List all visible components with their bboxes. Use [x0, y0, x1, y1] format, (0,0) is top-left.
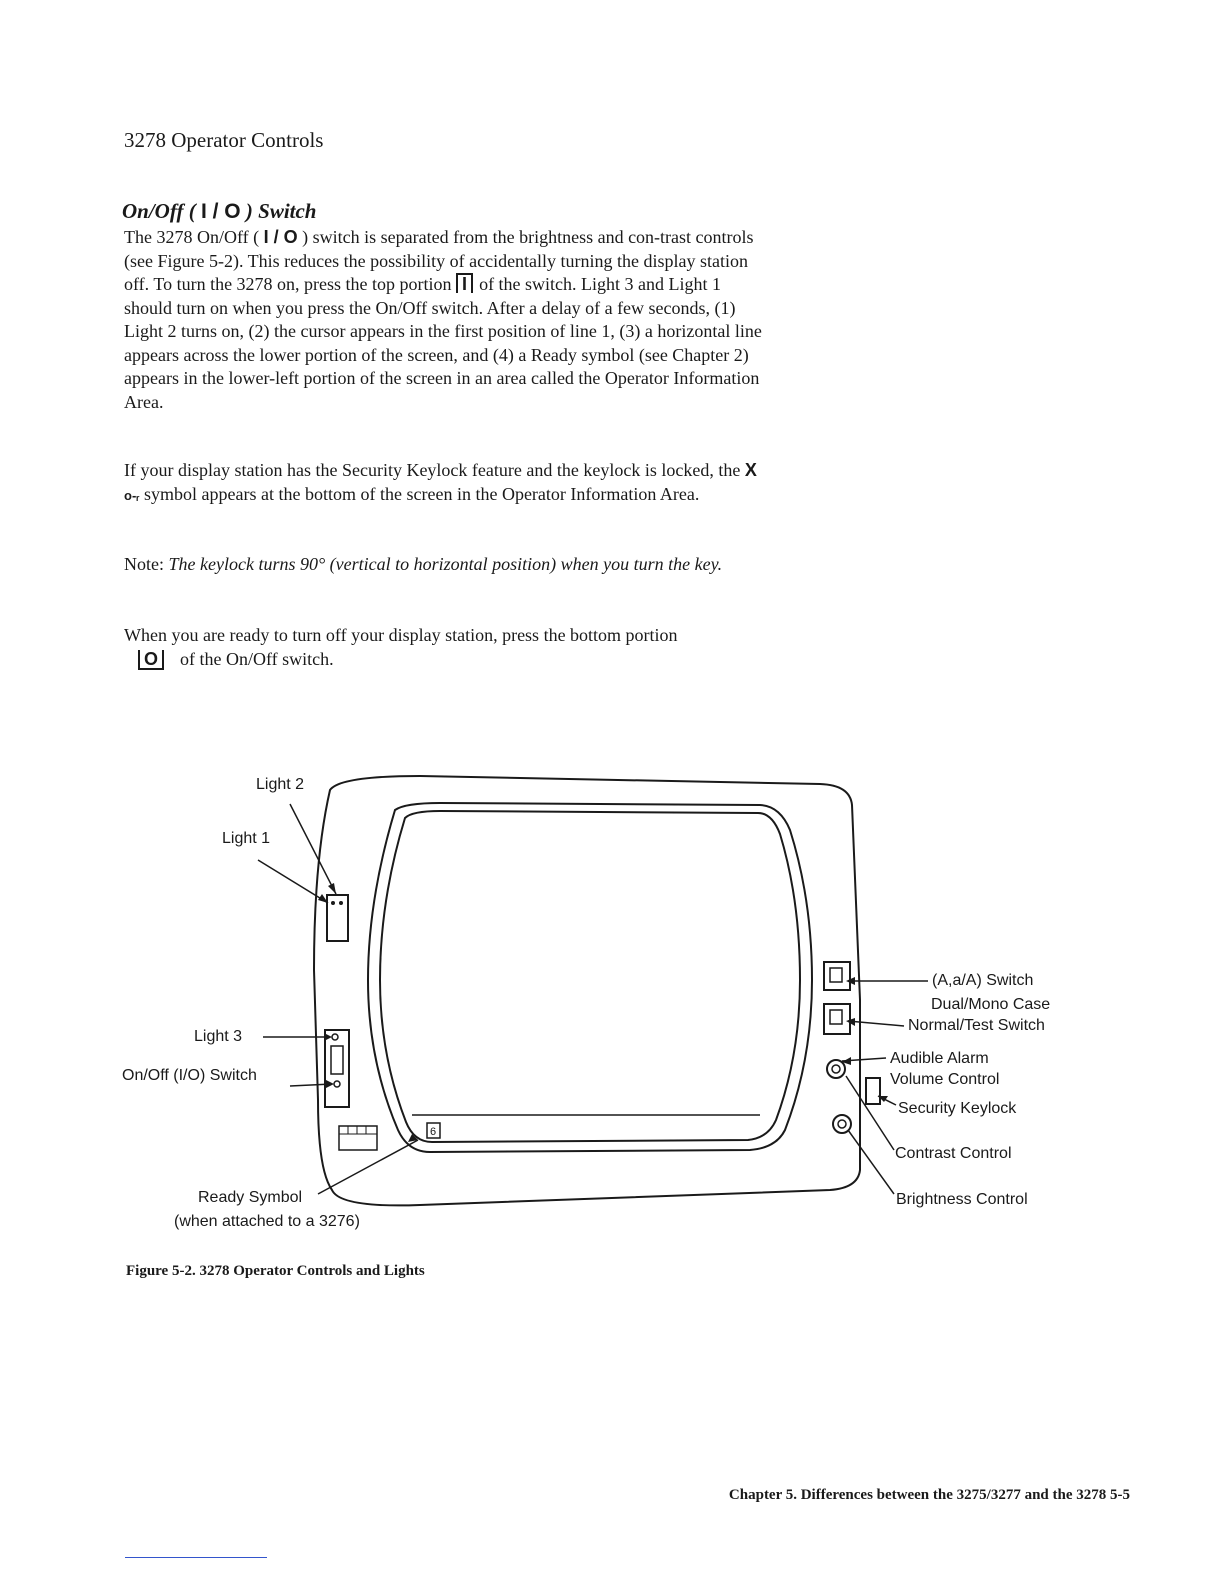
label-audible-alarm: Audible Alarm	[890, 1050, 989, 1067]
section-title: 3278 Operator Controls	[124, 128, 324, 152]
paragraph-text: symbol appears at the bottom of the scre…	[144, 483, 700, 504]
switch-top-icon: I	[456, 273, 474, 293]
label-brightness-control: Brightness Control	[896, 1191, 1028, 1208]
note: Note: The keylock turns 90° (vertical to…	[124, 553, 764, 577]
paragraph-off: When you are ready to turn off your disp…	[124, 624, 764, 671]
ready-glyph: 6	[430, 1126, 436, 1138]
onoff-symbol: I / O	[263, 227, 298, 247]
subheading-suffix: ) Switch	[240, 199, 317, 223]
contrast-knob	[832, 1114, 852, 1134]
paragraph-onoff: The 3278 On/Off ( I / O ) switch is sepa…	[124, 226, 764, 414]
note-body: The keylock turns 90° (vertical to horiz…	[168, 554, 723, 574]
figure-caption: Figure 5-2. 3278 Operator Controls and L…	[126, 1263, 425, 1279]
label-contrast-control: Contrast Control	[895, 1145, 1012, 1162]
keyboard-connector	[338, 1125, 378, 1151]
paragraph-text: of the switch. Light 3 and Light 1 shoul…	[124, 274, 762, 412]
figure-3278-display: 6	[257, 774, 928, 1207]
paragraph-text: ) switch is separated from the brightnes…	[124, 227, 754, 294]
label-ready-symbol: Ready Symbol	[198, 1189, 303, 1206]
label-light-3: Light 3	[194, 1028, 243, 1045]
display-housing	[312, 774, 861, 1207]
label-light-2: Light 2	[256, 776, 305, 793]
note-label: Note:	[124, 554, 164, 574]
subheading: On/Off ( I / O ) Switch	[122, 199, 317, 224]
paragraph-text: If your display station has the Security…	[124, 460, 741, 480]
subheading-prefix: On/Off (	[122, 199, 201, 223]
label-case-switch: (A,a/A) Switch	[932, 972, 1034, 989]
audible-alarm-knob	[826, 1059, 846, 1079]
paragraph-text: The 3278 On/Off (	[124, 227, 264, 247]
onoff-symbol: I / O	[200, 200, 241, 223]
case-switch	[823, 961, 851, 991]
page-footer: Chapter 5. Differences between the 3275/…	[728, 1487, 1130, 1503]
switch-bottom-icon: O	[138, 649, 165, 670]
security-keylock	[865, 1077, 881, 1105]
screen-bezel	[366, 801, 814, 1154]
label-normal-test-switch: Normal/Test Switch	[908, 1017, 1045, 1034]
x-icon: X	[744, 460, 757, 480]
label-volume-control: Volume Control	[890, 1071, 1000, 1088]
footer-rule	[125, 1557, 267, 1558]
label-ready-symbol-note: (when attached to a 3276)	[174, 1213, 360, 1230]
paragraph-keylock: If your display station has the Security…	[124, 459, 764, 507]
paragraph-text: of the On/Off switch.	[180, 648, 334, 669]
normal-test-switch	[823, 1003, 851, 1035]
onoff-switch	[324, 1029, 350, 1108]
label-dual-mono-case: Dual/Mono Case	[931, 996, 1051, 1013]
label-onoff-switch: On/Off (I/O) Switch	[122, 1067, 257, 1084]
key-icon: o-ᵣ	[124, 487, 140, 503]
label-security-keylock: Security Keylock	[898, 1100, 1017, 1117]
paragraph-text: When you are ready to turn off your disp…	[124, 625, 678, 645]
ready-symbol	[426, 1122, 441, 1139]
light-panel	[326, 894, 349, 942]
label-light-1: Light 1	[222, 830, 271, 847]
screen	[378, 809, 802, 1144]
